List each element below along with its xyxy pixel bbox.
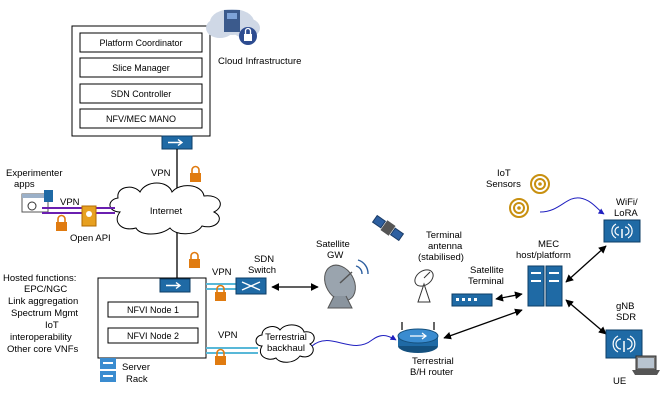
server-vpn-router-icon (159, 278, 191, 293)
open-api-icon (81, 205, 97, 227)
gnb-sdr-label-line1: gNB (616, 301, 634, 312)
sdn-switch-label-line2: Switch (248, 265, 276, 276)
iot-wifi-link (539, 197, 605, 215)
vpn-label-backhaul: VPN (218, 330, 238, 341)
hosted-function-item: interoperability (10, 332, 72, 343)
terrestrial-backhaul-label-line2: backhaul (267, 343, 305, 354)
satellite-dish-icon (324, 259, 369, 309)
hosted-function-item: EPC/NGC (24, 284, 67, 295)
experimenter-vpn-tunnel (42, 207, 115, 214)
nfvi-node-1-box (107, 301, 199, 318)
wifi-lora-label-line1: WiFi/ (616, 197, 638, 208)
terrestrial-router-label-line1: Terrestrial (412, 356, 454, 367)
platform-coordinator-box (79, 32, 203, 53)
terminal-antenna-label-line3: (stabilised) (418, 252, 464, 263)
server-rack-label-line1: Server (122, 362, 150, 373)
experimenter-label-line2: apps (14, 179, 35, 190)
iot-sensor-icon (530, 174, 550, 194)
nfvi-node-1-label: NFVI Node 1 (127, 305, 179, 315)
terrestrial-router-label-line2: B/H router (410, 367, 453, 378)
gnb-sdr-label-line2: SDR (616, 312, 636, 323)
nfvi-node-2-box (107, 327, 199, 344)
satellite-icon (371, 214, 405, 242)
mec-gnb-link (565, 299, 607, 335)
terrestrial-router-icon (397, 322, 439, 353)
wifi-lora-label-line2: LoRA (614, 208, 638, 219)
server-rack-icon (100, 358, 116, 382)
router-mec-link (443, 308, 523, 340)
hosted-functions-title: Hosted functions: (3, 273, 76, 284)
laptop-ue-icon (632, 355, 660, 375)
lock-icon (215, 348, 226, 365)
terminal-antenna-label-line1: Terminal (426, 230, 462, 241)
server-backhaul-cable (206, 347, 258, 354)
mec-label-line2: host/platform (516, 250, 571, 261)
iot-sensor-icon (509, 198, 529, 218)
satellite-gw-label-line1: Satellite (316, 239, 350, 250)
internet-cloud-icon (109, 182, 221, 235)
sdn-switch-label-line1: SDN (254, 254, 274, 265)
vpn-label-satellite: VPN (212, 267, 232, 278)
cloud-infrastructure-label: Cloud Infrastructure (218, 56, 301, 67)
satellite-terminal-label-line1: Satellite (470, 265, 504, 276)
hosted-function-item: Link aggregation (8, 296, 78, 307)
ue-label: UE (613, 376, 626, 387)
satellite-terminal-icon (451, 293, 493, 307)
slice-manager-label: Slice Manager (112, 63, 170, 73)
backhaul-router-link (311, 334, 397, 347)
hosted-function-item: IoT (45, 320, 59, 331)
iot-sensors-label-line1: IoT (497, 168, 511, 179)
experimenter-apps-icon (21, 190, 53, 213)
mec-wifi-link (565, 245, 607, 283)
vpn-label-experimenter: VPN (60, 197, 80, 208)
cloud-vpn-router-icon (161, 135, 193, 150)
mec-host-icon (527, 265, 563, 307)
lock-icon (190, 165, 201, 182)
nfvi-node-2-label: NFVI Node 2 (127, 331, 179, 341)
iot-sensors-label-line2: Sensors (486, 179, 521, 190)
terrestrial-backhaul-label-line1: Terrestrial (265, 332, 307, 343)
backhaul-cloud-icon (255, 324, 315, 363)
server-rack-label-line2: Rack (126, 374, 148, 385)
wifi-access-point-icon (603, 219, 641, 243)
sdn-switch-icon (235, 277, 267, 295)
vpn-label-cloud: VPN (151, 168, 171, 179)
slice-manager-box (79, 57, 203, 78)
internet-label: Internet (150, 206, 183, 217)
open-api-label: Open API (70, 233, 111, 244)
mec-label-line1: MEC (538, 239, 559, 250)
sdn-controller-label: SDN Controller (111, 89, 172, 99)
sdn-controller-box (79, 83, 203, 104)
terminal-antenna-label-line2: antenna (428, 241, 463, 252)
nfv-mec-mano-box (79, 108, 203, 129)
platform-coordinator-label: Platform Coordinator (99, 38, 182, 48)
satellite-terminal-label-line2: Terminal (468, 276, 504, 287)
terminal-antenna-icon (414, 269, 434, 303)
satterminal-mec-link (495, 291, 523, 302)
experimenter-label-line1: Experimenter (6, 168, 63, 179)
lock-icon (56, 214, 67, 231)
lock-icon (215, 284, 226, 301)
lock-icon (189, 251, 200, 268)
satellite-gw-label-line2: GW (327, 250, 343, 261)
cloud-stack: Platform Coordinator Slice Manager SDN C… (71, 25, 211, 137)
server-switch-cable (206, 283, 236, 290)
hosted-function-item: Spectrum Mgmt (11, 308, 78, 319)
nfv-mec-mano-label: NFV/MEC MANO (106, 114, 176, 124)
cloud-infrastructure-icon (206, 9, 260, 45)
hosted-function-item: Other core VNFs (7, 344, 79, 355)
gnb-radio-icon (605, 329, 643, 359)
